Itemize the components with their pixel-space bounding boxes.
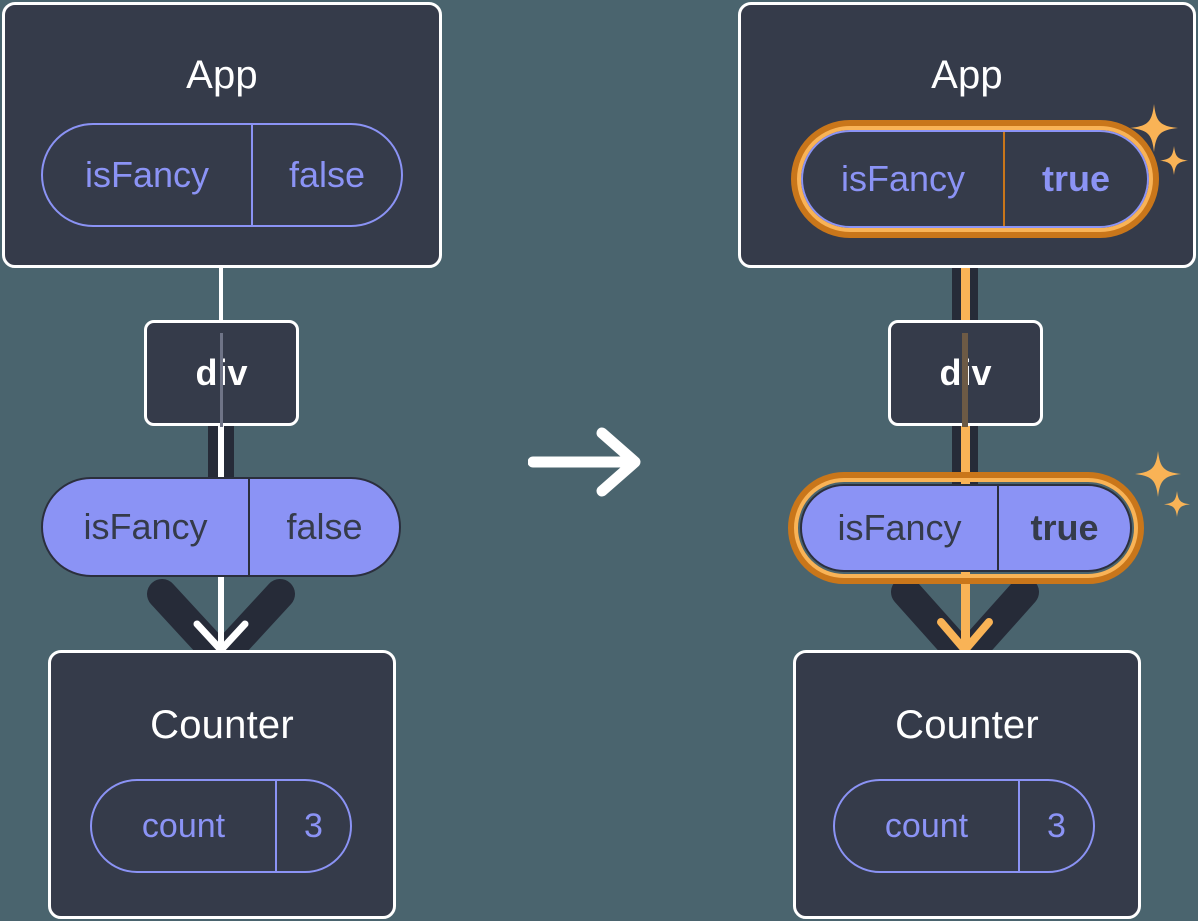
connector-div-to-prop-core-left (218, 424, 224, 486)
connector-app-to-div-left (219, 265, 223, 321)
prop-value-before: false (286, 506, 363, 547)
app-state-pill-before: isFancy false (41, 123, 403, 227)
counter-state-pill-before: count 3 (90, 779, 352, 873)
counter-state-name-after: count (884, 806, 969, 845)
connector-prop-to-counter-core-right (961, 566, 970, 654)
pill-divider (248, 479, 250, 575)
prop-value-after: true (1030, 507, 1099, 548)
counter-state-name-before: count (141, 806, 226, 845)
app-title-after: App (931, 53, 1003, 97)
connector-through-div-right (962, 333, 968, 427)
pill-divider (251, 125, 253, 225)
pill-divider (1003, 132, 1005, 226)
app-state-value-after: true (1041, 158, 1110, 199)
counter-state-value-after: 3 (1047, 806, 1066, 845)
prop-pill-before: isFancy false (41, 477, 401, 577)
counter-box-before: Counter (48, 650, 396, 919)
app-state-pill-after: isFancy true (801, 130, 1149, 228)
sparkle-icon-app (1130, 104, 1188, 175)
connector-through-div-left (220, 333, 223, 427)
app-state-name-after: isFancy (840, 158, 966, 199)
connector-div-to-prop-core-right (961, 424, 970, 486)
counter-state-pill-after: count 3 (833, 779, 1095, 873)
counter-title-before: Counter (150, 703, 294, 747)
prop-name-before: isFancy (83, 506, 208, 547)
pill-divider (997, 486, 999, 570)
pill-divider (1018, 781, 1020, 871)
transition-arrow-icon (528, 427, 641, 497)
pill-divider (275, 781, 277, 871)
counter-state-value-before: 3 (304, 806, 323, 845)
app-title-before: App (186, 53, 258, 97)
app-state-name-before: isFancy (84, 154, 210, 195)
prop-pill-after: isFancy true (800, 484, 1132, 572)
app-state-value-before: false (288, 154, 366, 195)
connector-app-to-div-core-right (961, 205, 970, 335)
counter-title-after: Counter (895, 703, 1039, 747)
connector-prop-to-counter-core-left (218, 570, 224, 655)
prop-name-after: isFancy (837, 507, 962, 548)
sparkle-icon-prop (1135, 451, 1190, 517)
